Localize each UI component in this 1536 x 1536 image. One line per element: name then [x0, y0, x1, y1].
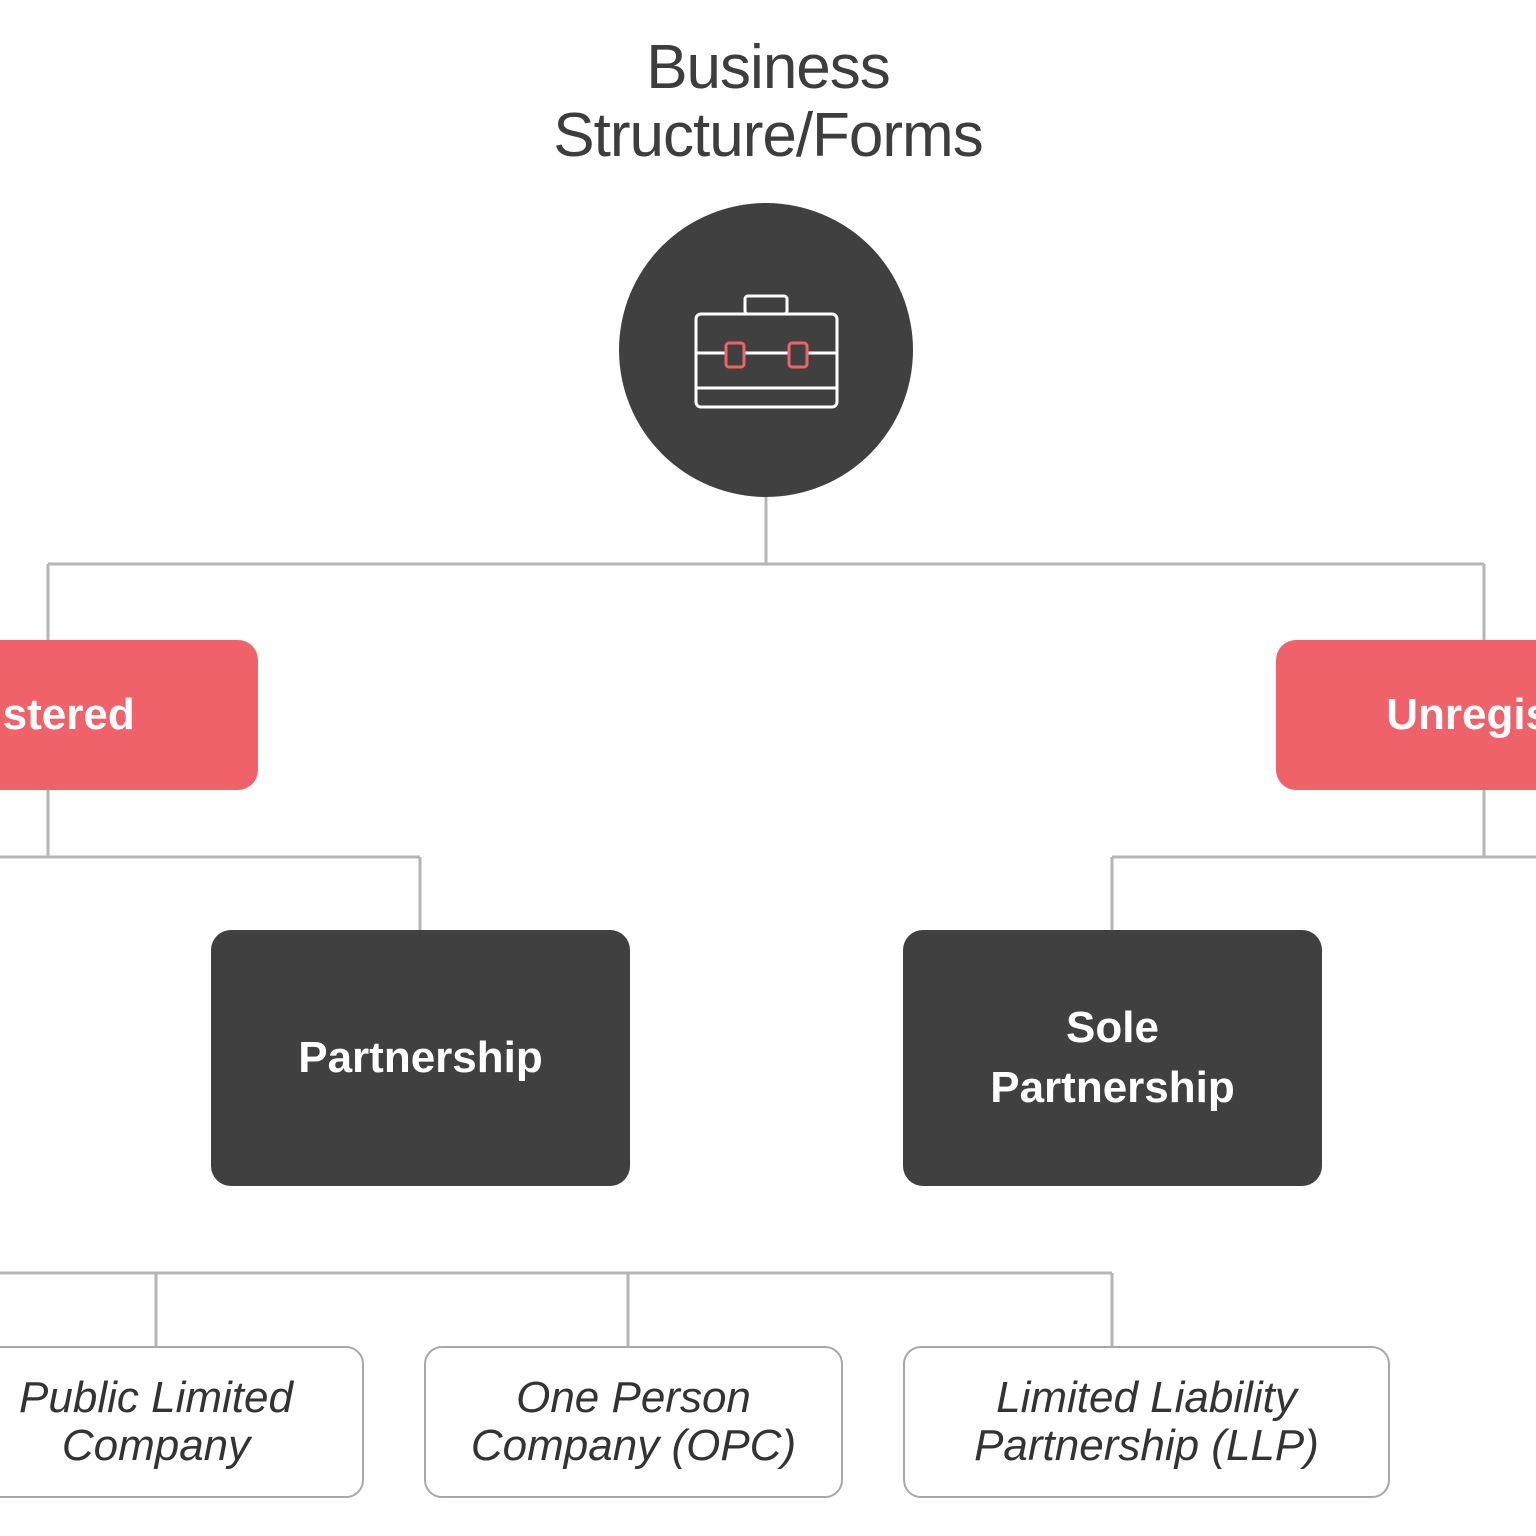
partnership-label: Partnership	[298, 1033, 543, 1082]
sole-partnership-label-line-1: Sole	[1066, 1003, 1159, 1052]
opc-label-line-1: One Person	[516, 1373, 751, 1422]
llp-label-line-1: Limited Liability	[996, 1373, 1297, 1422]
registered-label: Registered	[0, 690, 135, 739]
public-limited-label-line-2: Company	[61, 1421, 251, 1470]
one-person-company-node: One Person Company (OPC)	[424, 1346, 843, 1498]
title-line-2: Structure/Forms	[553, 101, 983, 170]
public-limited-company-node: Public Limited Company	[0, 1346, 364, 1498]
root-node	[619, 203, 913, 497]
sole-partnership-label-line-2: Partnership	[990, 1063, 1235, 1112]
llp-label-line-2: Partnership (LLP)	[974, 1421, 1319, 1470]
title-line-1: Business	[646, 33, 891, 102]
briefcase-icon	[694, 294, 839, 409]
sole-partnership-node: Sole Partnership	[903, 930, 1322, 1186]
opc-label-line-2: Company (OPC)	[470, 1421, 797, 1470]
registered-node: Registered	[0, 640, 258, 790]
public-limited-label-line-1: Public Limited	[19, 1373, 293, 1422]
llp-node: Limited Liability Partnership (LLP)	[903, 1346, 1390, 1498]
diagram-title: Business Structure/Forms	[468, 34, 1068, 170]
unregistered-label: Unregistered	[1386, 690, 1536, 739]
unregistered-node: Unregistered	[1276, 640, 1536, 790]
partnership-node: Partnership	[211, 930, 630, 1186]
